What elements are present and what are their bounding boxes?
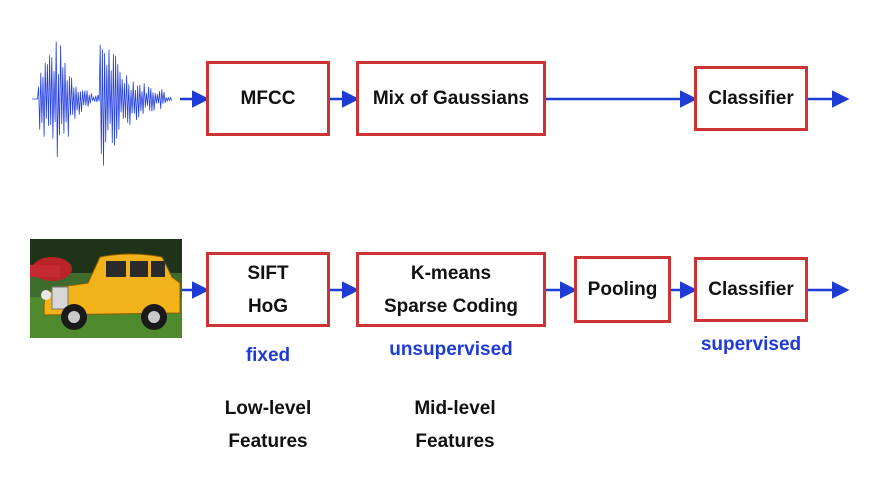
unsupervised-label: unsupervised	[389, 339, 513, 360]
mix-of-gaussians-box: Mix of Gaussians	[356, 61, 546, 136]
sparse-coding-label: Sparse Coding	[383, 295, 519, 317]
mid-level-features-line: Features	[415, 431, 495, 452]
low-level-line: Low-level	[224, 398, 312, 419]
mid-level-features-caption: Mid-level Features	[383, 392, 527, 458]
image-classifier-label: Classifier	[708, 279, 794, 300]
image-classifier-box: Classifier	[694, 257, 808, 322]
mfcc-label: MFCC	[240, 88, 296, 109]
waveform-icon	[32, 41, 173, 166]
sift-hog-box: SIFT HoG	[206, 252, 330, 327]
pooling-box: Pooling	[574, 256, 671, 323]
mid-level-line: Mid-level	[414, 398, 496, 419]
kmeans-sparse-coding-box: K-means Sparse Coding	[356, 252, 546, 327]
supervised-label: supervised	[700, 334, 802, 355]
audio-classifier-box: Classifier	[694, 66, 808, 131]
low-level-features-line: Features	[228, 431, 308, 452]
pooling-label: Pooling	[587, 279, 658, 300]
hog-label: HoG	[247, 295, 289, 317]
mfcc-box: MFCC	[206, 61, 330, 136]
fixed-label: fixed	[245, 345, 291, 366]
car-photo-icon	[30, 239, 182, 338]
sift-label: SIFT	[247, 262, 289, 284]
mix-of-gaussians-label: Mix of Gaussians	[372, 88, 530, 109]
low-level-features-caption: Low-level Features	[196, 392, 340, 458]
audio-classifier-label: Classifier	[708, 88, 794, 109]
kmeans-label: K-means	[410, 262, 492, 284]
